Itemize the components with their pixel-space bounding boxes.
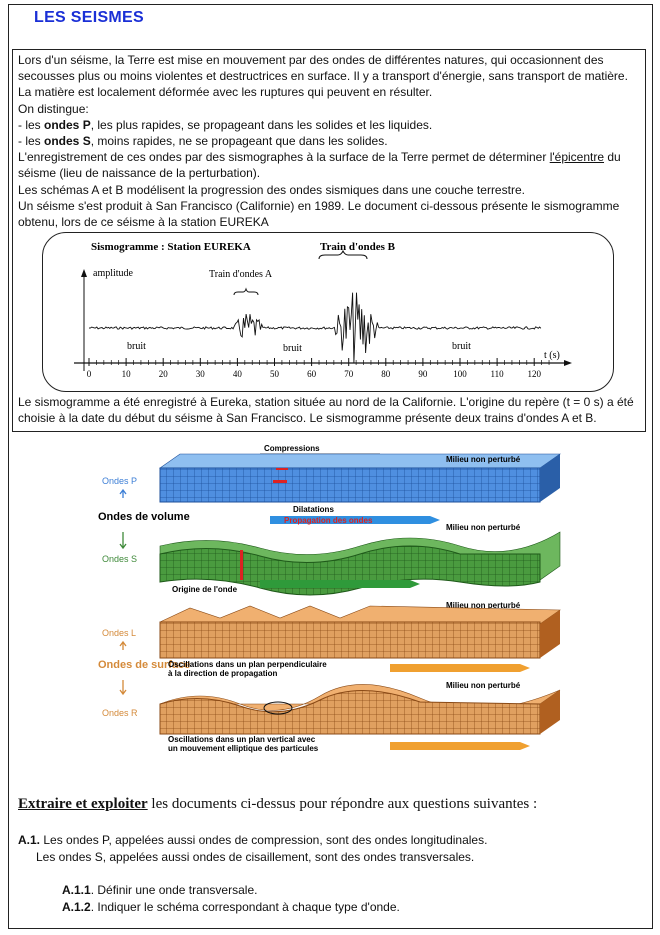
r-block-front xyxy=(159,689,541,735)
ondes-volume-label: Ondes de volume xyxy=(98,511,190,523)
tick-label: 10 xyxy=(122,369,132,379)
ondes-r-arrow-icon xyxy=(119,680,127,696)
noise-label-2: bruit xyxy=(283,343,302,354)
train-a-label: Train d'ondes A xyxy=(209,269,273,280)
ondes-s-term: ondes S xyxy=(44,134,91,149)
osc-r-line1: Oscillations dans un plan vertical avec xyxy=(168,735,316,744)
origine-label: Origine de l'onde xyxy=(172,585,238,594)
tick-label: 90 xyxy=(418,369,428,379)
intro-paragraph-4: - les ondes S, moins rapides, ne se prop… xyxy=(18,134,388,149)
intro-box xyxy=(12,49,646,432)
s-origin-mark xyxy=(240,550,243,580)
l-block-top xyxy=(159,605,561,625)
seismogram-title: Sismogramme : Station EUREKA xyxy=(91,241,251,253)
minor-ticks xyxy=(88,358,550,366)
tick-labels: 0 10 20 30 40 50 60 70 80 90 100 110 120 xyxy=(87,369,542,379)
compression-mark-1 xyxy=(273,480,287,483)
train-b-brace xyxy=(318,249,368,260)
question-a11: A.1.1. Définir une onde transversale. xyxy=(62,883,258,897)
s-block-front xyxy=(159,545,541,596)
intro-text: Lors d'un séisme, la Terre est mise en m… xyxy=(18,52,644,230)
l-block-side xyxy=(540,610,560,658)
ondes-s-label: Ondes S xyxy=(102,554,137,564)
osc-r-line2: un mouvement elliptique des particules xyxy=(168,744,319,753)
intro-paragraph-1: Lors d'un séisme, la Terre est mise en m… xyxy=(18,53,628,100)
r-block-side xyxy=(540,690,560,734)
ondes-r-label: Ondes R xyxy=(102,708,138,718)
propagation-arrow-p xyxy=(270,516,440,524)
x-axis-label: t (s) xyxy=(544,350,560,361)
tick-label: 120 xyxy=(527,369,541,379)
intro-paragraph-6: Les schémas A et B modélisent la progres… xyxy=(18,182,525,197)
intro-paragraph-2: On distingue: xyxy=(18,101,89,116)
intro-paragraph-7: Un séisme s'est produit à San Francisco … xyxy=(18,198,620,230)
amplitude-label: amplitude xyxy=(93,268,134,279)
propagation-arrow-l xyxy=(390,664,530,672)
question-a12: A.1.2. Indiquer le schéma correspondant … xyxy=(62,900,400,914)
noise-label-1: bruit xyxy=(127,341,146,352)
intro-paragraph-3: - les ondes P, les plus rapides, se prop… xyxy=(18,117,433,132)
osc-l-line1: Oscillations dans un plan perpendiculair… xyxy=(168,660,327,669)
train-b-label: Train d'ondes B xyxy=(320,241,396,253)
tick-label: 0 xyxy=(87,369,92,379)
page-border xyxy=(8,4,653,929)
page-title: LES SEISMES xyxy=(34,9,144,26)
tick-label: 60 xyxy=(307,369,317,379)
section-title: Extraire et exploiter les documents ci-d… xyxy=(18,796,538,812)
seismogram-trace xyxy=(88,292,542,363)
waves-figure: Compressions Milieu non perturbé Dilatat… xyxy=(90,442,570,764)
ondes-l-arrow-icon xyxy=(119,640,127,650)
noise-label-3: bruit xyxy=(452,341,471,352)
seismogram-figure: Sismogramme : Station EUREKA Train d'ond… xyxy=(42,232,614,392)
elliptic-motion-icon xyxy=(263,701,293,715)
tick-label: 50 xyxy=(270,369,280,379)
train-a-brace xyxy=(233,287,259,296)
tick-label: 110 xyxy=(491,369,505,379)
y-axis-arrow xyxy=(81,269,87,277)
milieu-label-r: Milieu non perturbé xyxy=(446,681,521,690)
x-axis-arrow xyxy=(564,360,572,366)
tick-label: 20 xyxy=(159,369,169,379)
propagation-arrow-r xyxy=(390,742,530,750)
l-block-front xyxy=(159,621,541,659)
milieu-label-s: Milieu non perturbé xyxy=(446,523,521,532)
intro-paragraph-5: L'enregistrement de ces ondes par des si… xyxy=(18,150,621,181)
milieu-label-p: Milieu non perturbé xyxy=(446,455,521,464)
dilatations-label: Dilatations xyxy=(293,505,334,514)
propagation-arrow-s xyxy=(260,580,420,588)
milieu-label-l: Milieu non perturbé xyxy=(446,601,521,610)
tick-label: 30 xyxy=(196,369,206,379)
ondes-p-label: Ondes P xyxy=(102,476,137,486)
tick-label: 40 xyxy=(233,369,243,379)
tick-label: 70 xyxy=(344,369,354,379)
compression-mark-2 xyxy=(276,468,288,470)
tick-label: 100 xyxy=(453,369,467,379)
compressions-label: Compressions xyxy=(264,444,320,453)
ondes-s-arrow-icon xyxy=(119,532,127,550)
p-block-front xyxy=(159,467,541,503)
after-paragraph: Le sismogramme a été enregistré à Eureka… xyxy=(18,395,634,426)
ondes-surface-label: Ondes de surface xyxy=(98,659,190,671)
waves-svg: Compressions Milieu non perturbé Dilatat… xyxy=(98,444,561,753)
propagation-label: Propagation des ondes xyxy=(284,516,373,525)
tick-label: 80 xyxy=(381,369,391,379)
ondes-p-term: ondes P xyxy=(44,117,91,132)
ondes-l-label: Ondes L xyxy=(102,628,136,638)
osc-l-line2: à la direction de propagation xyxy=(168,669,277,678)
question-a1-line2: Les ondes S, appelées aussi ondes de cis… xyxy=(36,850,475,864)
p-block-side xyxy=(540,454,560,502)
ondes-p-arrow-icon xyxy=(119,488,127,498)
question-a1-line1: A.1. Les ondes P, appelées aussi ondes d… xyxy=(18,833,488,847)
seismogram-svg: Sismogramme : Station EUREKA Train d'ond… xyxy=(74,241,572,379)
epicentre-link[interactable]: l'épicentre xyxy=(549,150,605,165)
